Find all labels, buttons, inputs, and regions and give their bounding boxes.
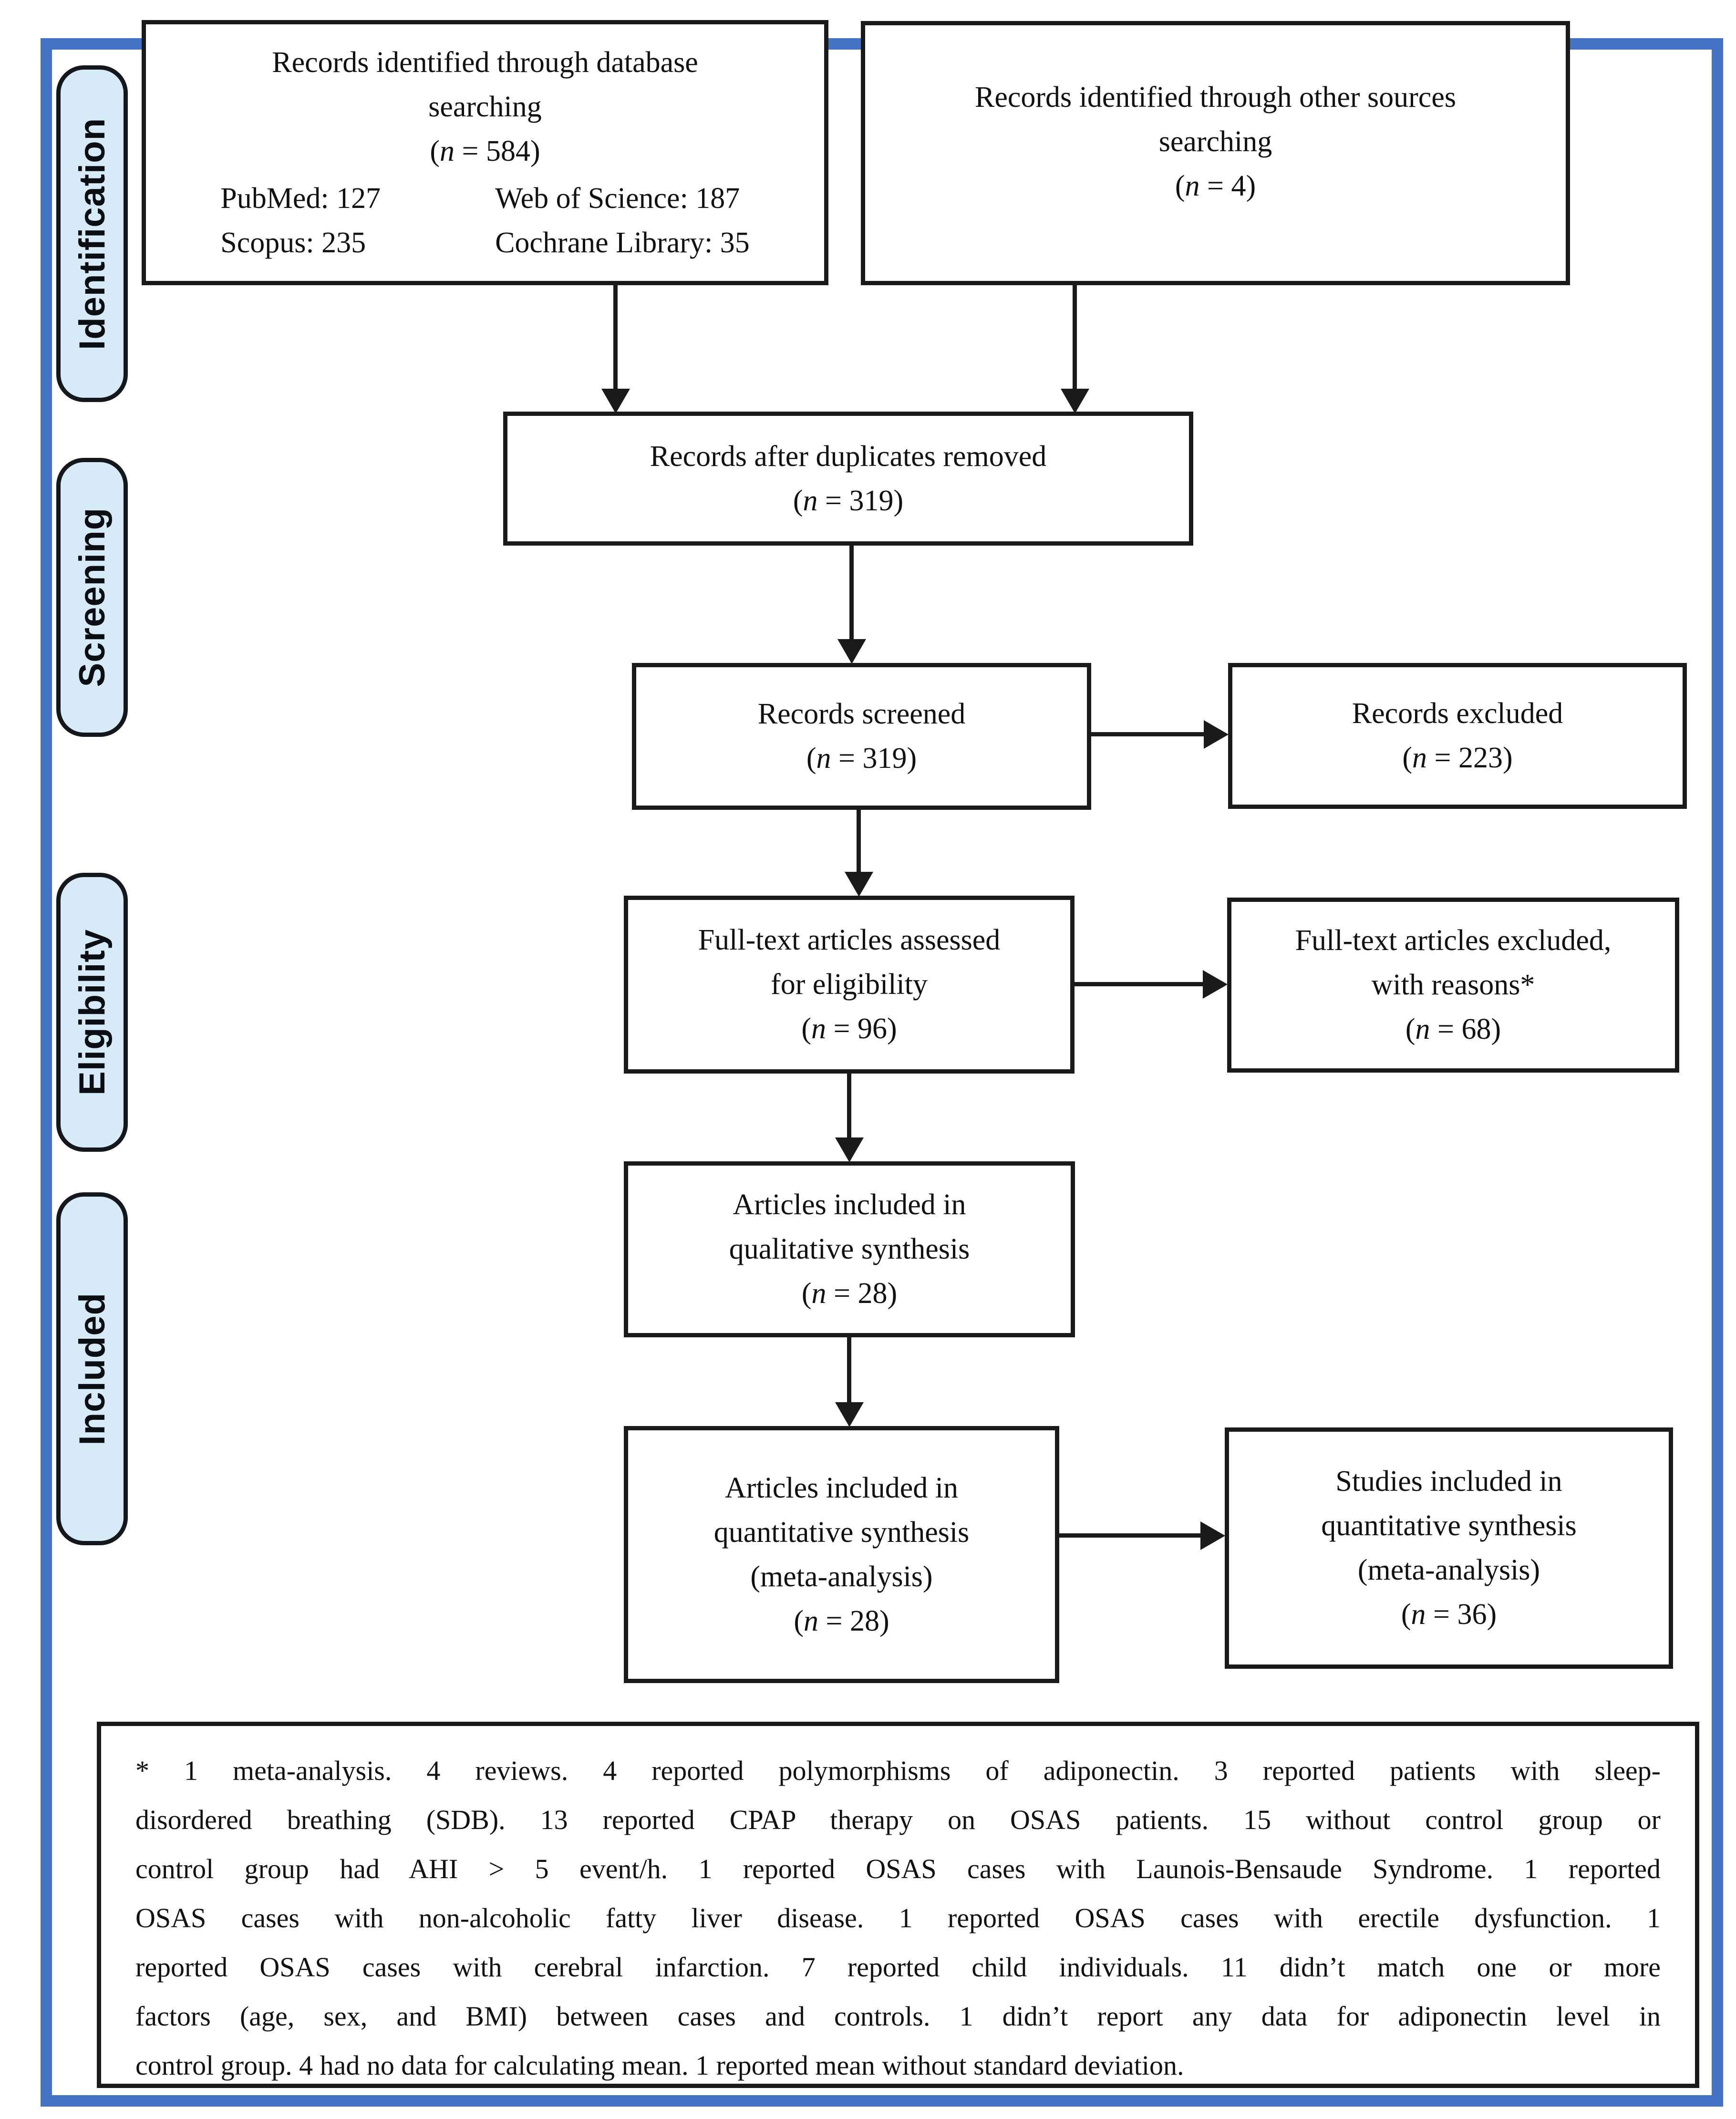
box-quantitative-synthesis-count: (n = 28) [794,1604,889,1637]
footnote-line: OSAS cases with non-alcoholic fatty live… [135,1902,1661,1933]
arrow-shaft [849,544,854,641]
box-studies-quantitative-line3: (meta-analysis) [1357,1554,1540,1586]
box-studies-quantitative: Studies included in quantitative synthes… [1225,1427,1673,1669]
footnote-box: * 1 meta-analysis. 4 reviews. 4 reported… [97,1722,1699,2088]
stage-included-label: Included [72,1292,113,1446]
box-records-other-count: (n = 4) [1175,170,1256,202]
stage-eligibility: Eligibility [56,873,128,1152]
box-quantitative-synthesis-line2: quantitative synthesis [713,1516,970,1549]
box-studies-quantitative-count: (n = 36) [1401,1598,1497,1631]
source-column-right: Web of Science: 187 Cochrane Library: 35 [495,176,750,265]
box-records-other-line1: Records identified through other sources [975,81,1456,114]
arrow-down-icon [845,872,873,897]
stage-included: Included [56,1192,128,1545]
box-records-excluded-line1: Records excluded [1352,697,1563,730]
arrow-right-icon [1204,720,1229,749]
arrow-shaft [847,1336,851,1404]
box-qualitative-synthesis-count: (n = 28) [801,1277,898,1310]
box-fulltext-assessed-line2: for eligibility [771,968,928,1001]
box-fulltext-excluded-line1: Full-text articles excluded, [1295,924,1612,957]
box-records-database-count: (n = 584) [430,134,540,167]
source-column-left: PubMed: 127 Scopus: 235 [220,176,381,265]
arrow-down-icon [835,1402,864,1427]
arrow-right-icon [1203,970,1228,999]
box-fulltext-assessed: Full-text articles assessed for eligibil… [624,896,1075,1074]
box-fulltext-excluded-line2: with reasons* [1371,969,1535,1001]
box-records-excluded: Records excluded (n = 223) [1228,663,1687,809]
box-qualitative-synthesis-line1: Articles included in [733,1189,966,1221]
box-records-excluded-count: (n = 223) [1402,742,1513,774]
box-records-screened-line1: Records screened [757,698,966,730]
box-fulltext-excluded: Full-text articles excluded, with reason… [1227,898,1679,1073]
box-fulltext-excluded-count: (n = 68) [1405,1013,1501,1045]
stage-screening: Screening [56,458,128,737]
stage-identification-label: Identification [72,117,113,350]
arrow-shaft [1073,284,1077,391]
arrow-shaft [613,284,618,391]
box-quantitative-synthesis-line1: Articles included in [725,1471,958,1504]
box-qualitative-synthesis: Articles included in qualitative synthes… [624,1161,1075,1337]
arrow-down-icon [601,389,630,413]
arrow-down-icon [835,1137,864,1162]
footnote-line: control group. 4 had no data for calcula… [135,2050,1184,2081]
box-fulltext-assessed-count: (n = 96) [801,1013,897,1045]
footnote-line: factors (age, sex, and BMI) between case… [135,2001,1661,2032]
stage-eligibility-label: Eligibility [72,929,113,1096]
source-pubmed: PubMed: 127 [220,182,381,215]
box-duplicates-removed-line1: Records after duplicates removed [650,440,1047,473]
arrow-down-icon [837,639,866,664]
source-cochrane-library: Cochrane Library: 35 [495,226,750,259]
box-studies-quantitative-line1: Studies included in [1335,1465,1562,1498]
box-records-database: Records identified through database sear… [142,20,828,285]
arrow-shaft [1090,732,1206,736]
box-studies-quantitative-line2: quantitative synthesis [1321,1509,1577,1542]
arrow-shaft [1074,982,1205,986]
box-qualitative-synthesis-line2: qualitative synthesis [729,1233,970,1265]
arrow-shaft [1058,1533,1202,1538]
box-duplicates-removed-count: (n = 319) [793,484,904,517]
box-records-other-sources: Records identified through other sources… [861,21,1570,285]
box-fulltext-assessed-line1: Full-text articles assessed [698,924,1001,956]
arrow-shaft [857,808,861,875]
box-quantitative-synthesis: Articles included in quantitative synthe… [624,1426,1059,1683]
box-records-other-line2: searching [1158,125,1272,158]
footnote-line: reported OSAS cases with cerebral infarc… [135,1952,1661,1983]
box-records-database-line1: Records identified through database [272,46,698,79]
box-records-screened: Records screened (n = 319) [632,663,1091,810]
arrow-shaft [847,1072,851,1139]
box-quantitative-synthesis-line3: (meta-analysis) [750,1560,933,1593]
database-source-counts: PubMed: 127 Scopus: 235 Web of Science: … [220,176,750,265]
arrow-down-icon [1061,389,1089,413]
box-records-screened-count: (n = 319) [806,742,917,775]
arrow-right-icon [1200,1521,1225,1550]
stage-screening-label: Screening [72,507,113,687]
footnote-line: control group had AHI > 5 event/h. 1 rep… [135,1853,1661,1884]
source-scopus: Scopus: 235 [220,226,366,259]
box-records-database-line2: searching [428,90,542,123]
footnote-line: disordered breathing (SDB). 13 reported … [135,1804,1661,1835]
stage-identification: Identification [56,65,128,402]
source-web-of-science: Web of Science: 187 [495,182,740,215]
footnote-line: * 1 meta-analysis. 4 reviews. 4 reported… [135,1755,1661,1786]
box-duplicates-removed: Records after duplicates removed (n = 31… [503,412,1193,546]
